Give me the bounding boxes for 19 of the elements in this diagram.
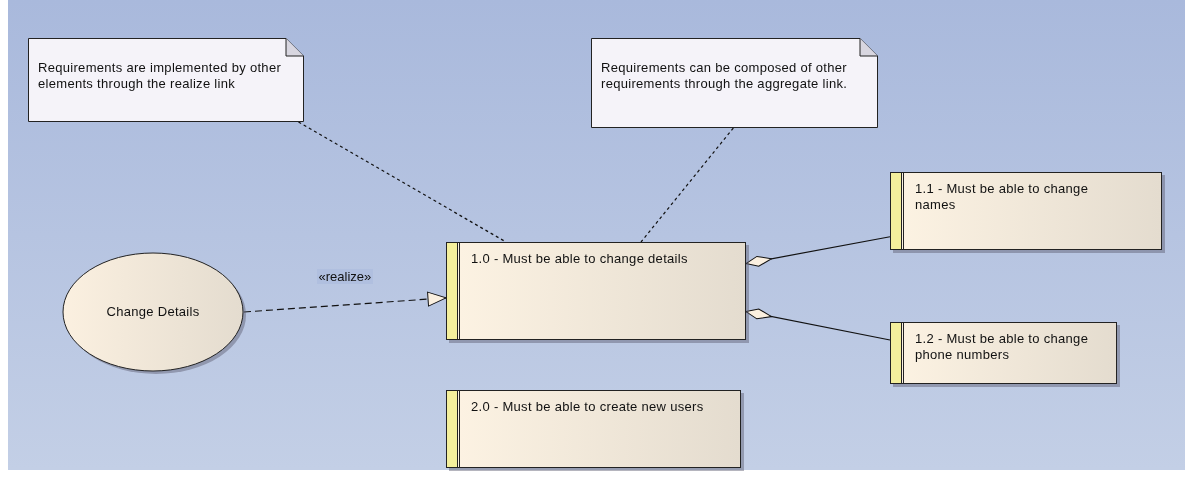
use-case-ellipse <box>62 252 244 372</box>
requirement-box <box>890 172 1162 250</box>
requirement-box <box>446 390 741 468</box>
requirement-text: 1.2 - Must be able to change phone numbers <box>915 331 1090 363</box>
requirement-box <box>446 242 746 340</box>
realize-arrow <box>243 291 447 313</box>
note-box <box>591 38 878 128</box>
note-link <box>640 127 734 243</box>
note-text: Requirements are implemented by other elements through the realize link <box>38 60 283 92</box>
note-text: Requirements can be composed of other requirements through the aggregate link. <box>601 60 849 92</box>
aggregation-line <box>745 308 891 341</box>
requirement-text: 1.0 - Must be able to change details <box>471 251 689 267</box>
requirement-text: 2.0 - Must be able to create new users <box>471 399 705 415</box>
note-link <box>297 121 507 243</box>
note-box <box>28 38 304 122</box>
use-case-name: Change Details <box>106 304 200 320</box>
requirement-box <box>890 322 1117 384</box>
aggregation-line <box>745 236 891 267</box>
requirement-text: 1.1 - Must be able to change names <box>915 181 1090 213</box>
